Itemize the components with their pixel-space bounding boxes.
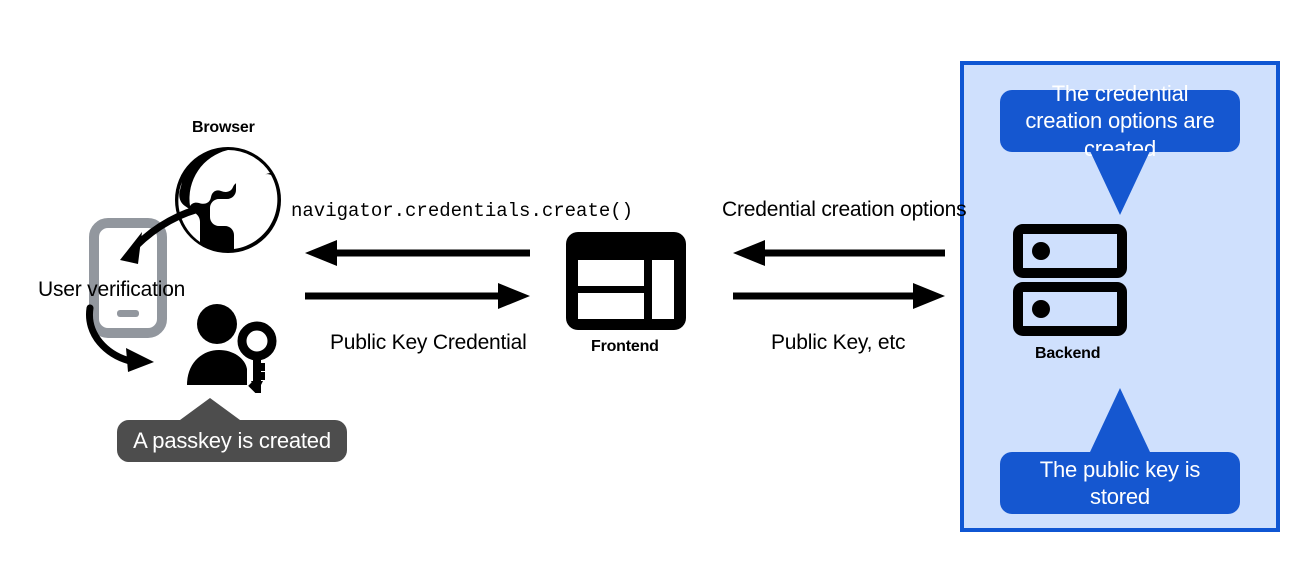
curved-arrow-to-phone-icon bbox=[104, 198, 214, 278]
message-public-key-credential-label: Public Key Credential bbox=[330, 331, 527, 354]
webpage-layout-icon bbox=[566, 232, 686, 330]
callout-credential-options-created: The credential creation options are crea… bbox=[1000, 81, 1240, 161]
frontend-label: Frontend bbox=[591, 338, 659, 355]
callout-credential-options-tail-icon bbox=[1090, 151, 1150, 215]
user-verification-label: User verification bbox=[38, 278, 186, 301]
callout-public-key-stored: The public key is stored bbox=[1000, 452, 1240, 514]
backend-label: Backend bbox=[1035, 345, 1101, 362]
arrow-left-frontend-to-browser-icon bbox=[305, 240, 530, 266]
arrow-left-backend-to-frontend-icon bbox=[733, 240, 945, 266]
message-credential-creation-options-label: Credential creation options bbox=[722, 198, 967, 221]
callout-passkey-created-tail-icon bbox=[180, 398, 240, 420]
callout-public-key-stored-tail-icon bbox=[1090, 388, 1150, 452]
arrow-right-browser-to-frontend-icon bbox=[305, 283, 530, 309]
message-public-key-etc-label: Public Key, etc bbox=[771, 331, 906, 354]
mobile-phone-icon bbox=[89, 218, 167, 338]
arrow-right-frontend-to-backend-icon bbox=[733, 283, 945, 309]
server-rack-icon bbox=[1013, 224, 1127, 336]
curved-arrow-to-user-icon bbox=[78, 300, 198, 380]
message-navigator-create-label: navigator.credentials.create() bbox=[291, 200, 634, 222]
user-with-key-icon bbox=[185, 303, 281, 393]
browser-label: Browser bbox=[192, 119, 255, 136]
callout-passkey-created: A passkey is created bbox=[117, 420, 347, 462]
